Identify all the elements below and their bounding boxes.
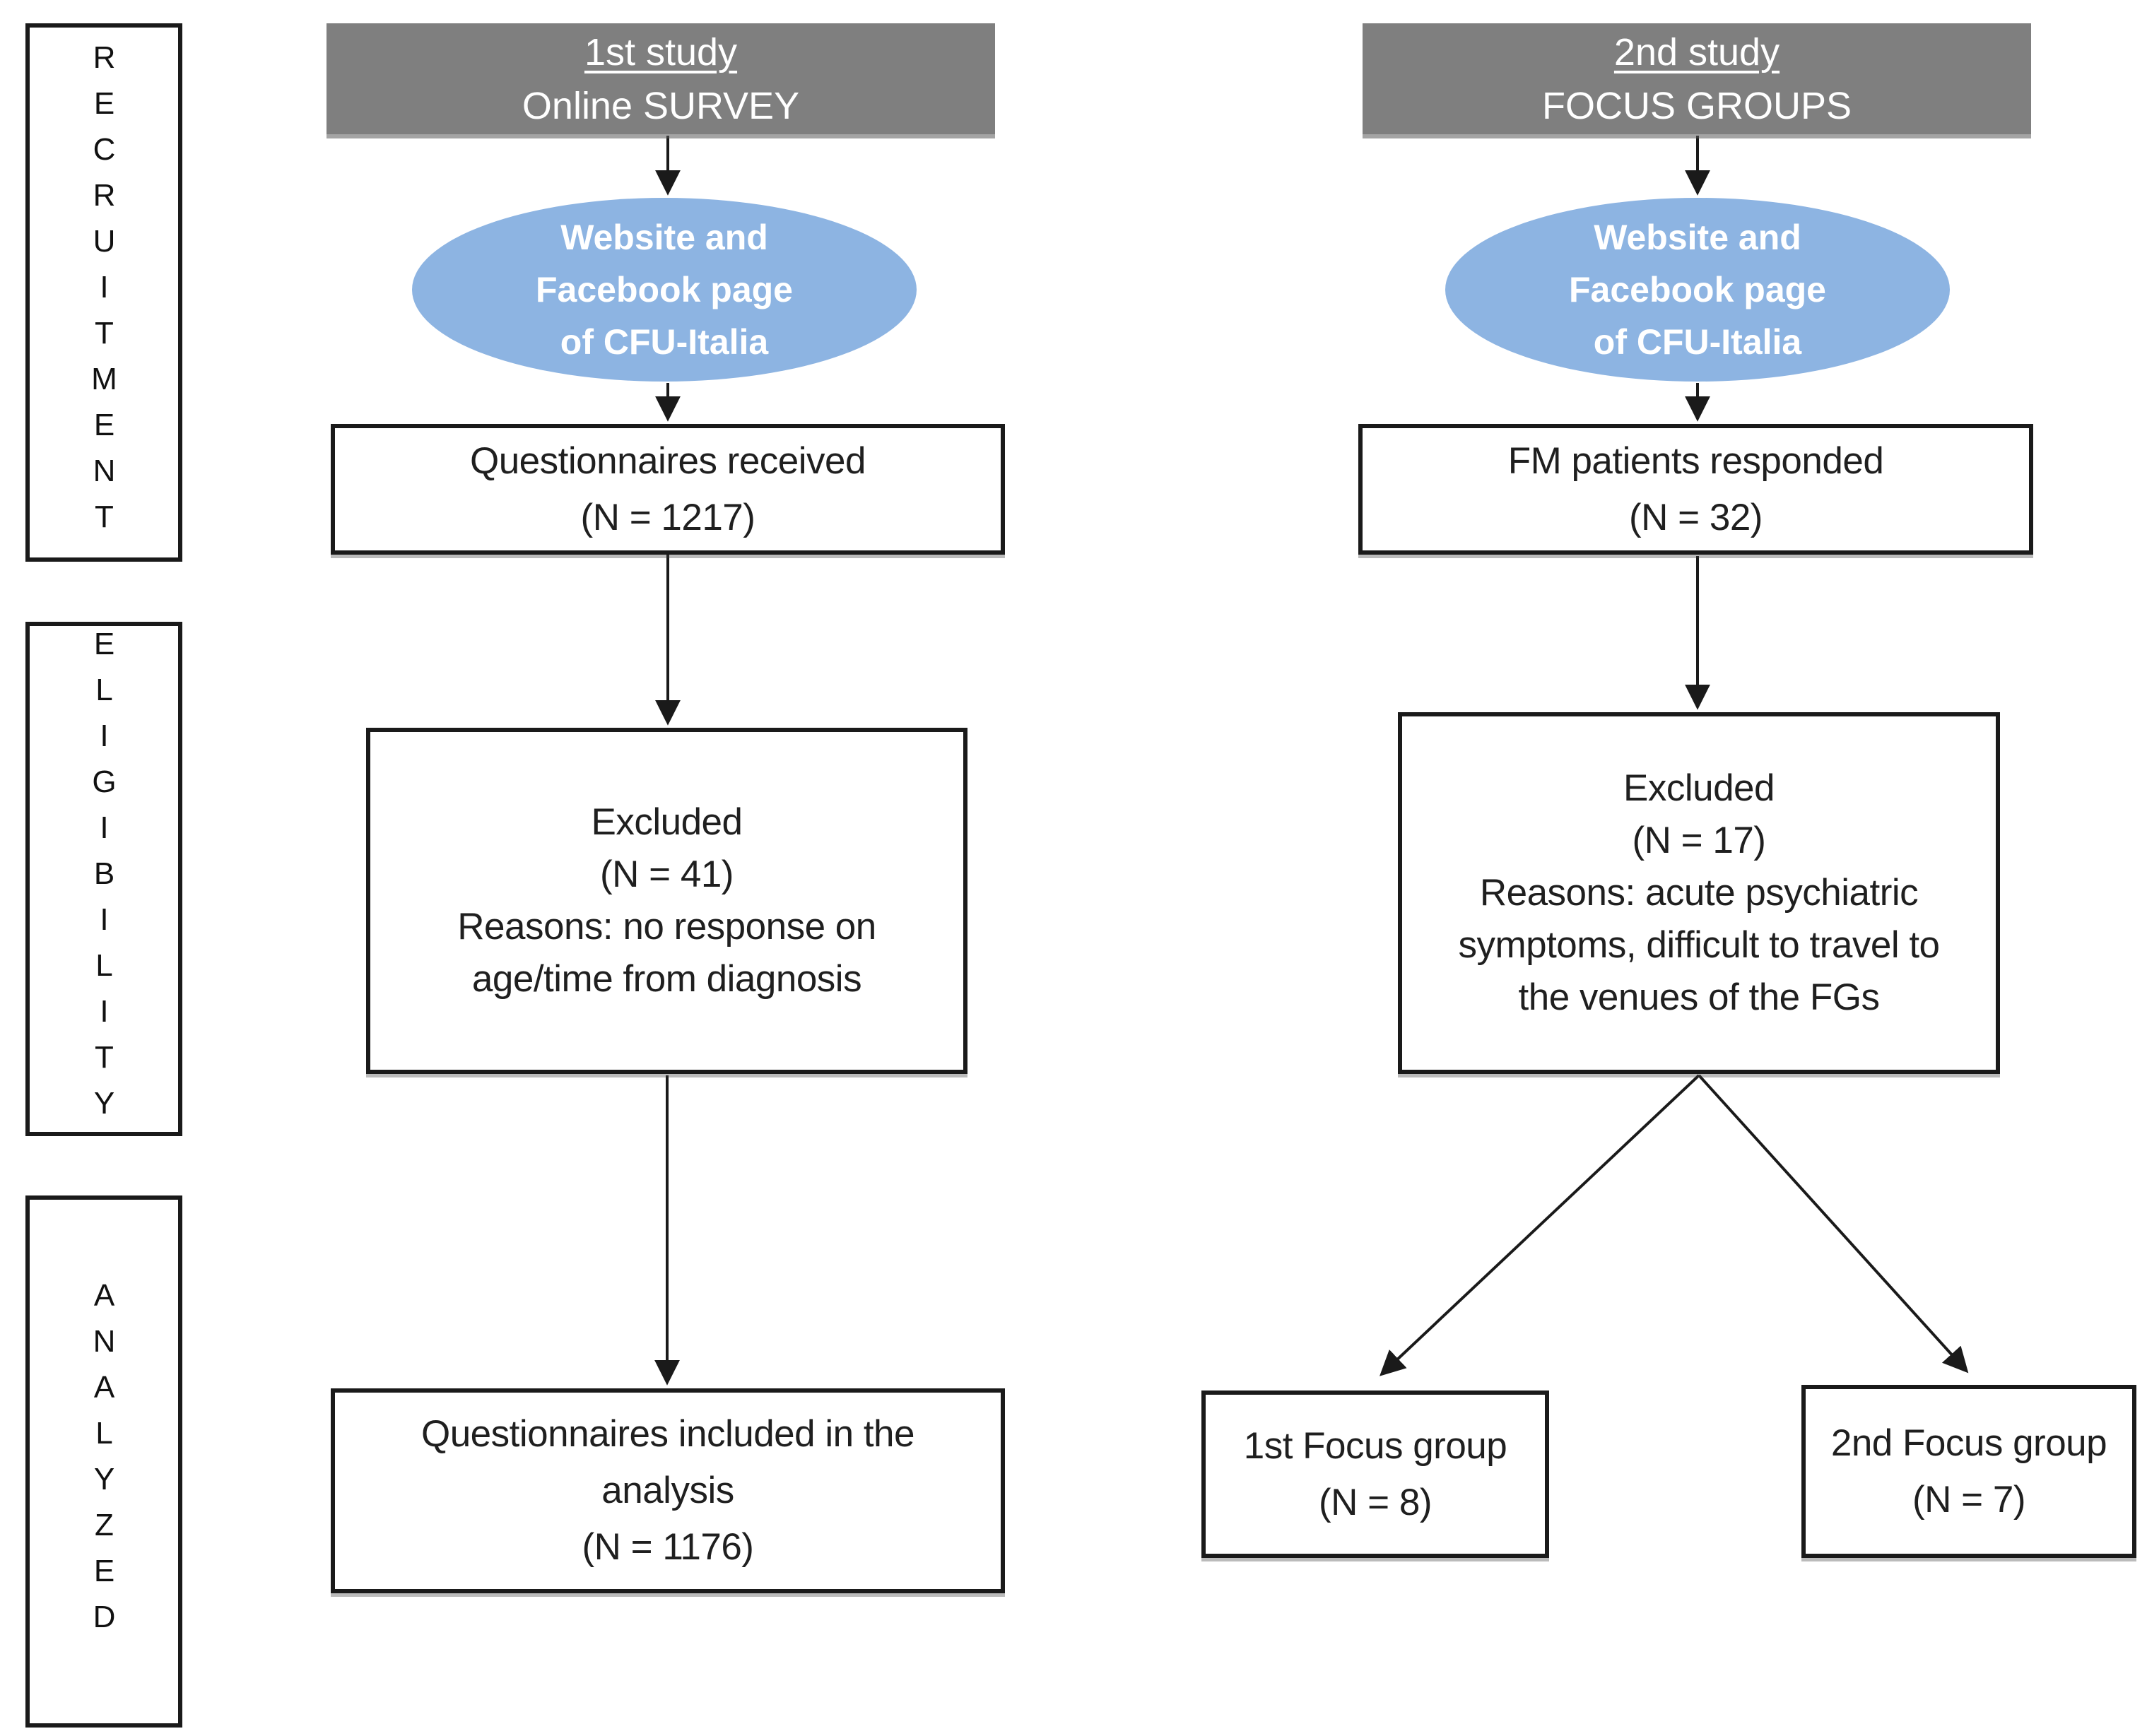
study1-analyzed-count: (N = 1176) — [582, 1526, 754, 1568]
study1-received-count: (N = 1217) — [580, 496, 755, 538]
study1-received-label: Questionnaires received — [469, 439, 866, 482]
focus-group-1-box: 1st Focus group (N = 8) — [1201, 1390, 1549, 1558]
study1-header: 1st study Online SURVEY — [327, 23, 995, 134]
study2-excluded-title: Excluded — [1623, 767, 1775, 809]
study1-excluded-box: Excluded (N = 41) Reasons: no response o… — [366, 728, 967, 1074]
study2-excluded-reason-line3: the venues of the FGs — [1518, 976, 1880, 1018]
study1-excluded-reason-line1: Reasons: no response on — [457, 906, 876, 947]
study2-source-line1: Website and — [1594, 218, 1801, 257]
study2-source-ellipse: Website and Facebook page of CFU-Italia — [1445, 198, 1950, 382]
study2-source-line3: of CFU-Italia — [1593, 322, 1802, 362]
focus-group-2-count: (N = 7) — [1912, 1478, 2025, 1521]
study1-source-ellipse: Website and Facebook page of CFU-Italia — [412, 198, 917, 382]
study2-excluded-reason-line1: Reasons: acute psychiatric — [1479, 872, 1919, 914]
study2-received-box: FM patients responded (N = 32) — [1358, 424, 2033, 555]
study1-analyzed-box: Questionnaires included in the analysis … — [331, 1388, 1005, 1593]
arrow-diagonal-left-icon — [1380, 1074, 1700, 1376]
study2-header: 2nd study FOCUS GROUPS — [1363, 23, 2031, 134]
stage-label-recruitment: RECRUITMENT — [87, 40, 122, 545]
stage-box-eligibility: ELIGIBILITY — [25, 622, 182, 1136]
stage-label-analyzed: ANALYZED — [87, 1277, 122, 1646]
study2-excluded-count: (N = 17) — [1632, 820, 1766, 861]
study2-source-line2: Facebook page — [1569, 270, 1826, 309]
study2-received-count: (N = 32) — [1629, 496, 1763, 538]
study1-source-line3: of CFU-Italia — [560, 322, 769, 362]
study1-analyzed-line1: Questionnaires included in the — [420, 1413, 915, 1455]
stage-box-analyzed: ANALYZED — [25, 1195, 182, 1728]
focus-group-1-count: (N = 8) — [1319, 1481, 1432, 1523]
stage-box-recruitment: RECRUITMENT — [25, 23, 182, 562]
study2-header-subtitle: FOCUS GROUPS — [1541, 84, 1852, 127]
study1-excluded-count: (N = 41) — [600, 854, 734, 895]
study1-source-line2: Facebook page — [536, 270, 793, 309]
study1-excluded-title: Excluded — [591, 801, 743, 843]
study1-header-title: 1st study — [584, 30, 738, 73]
study2-header-title: 2nd study — [1613, 30, 1780, 73]
focus-group-2-box: 2nd Focus group (N = 7) — [1801, 1385, 2136, 1558]
study1-source-line1: Website and — [560, 218, 768, 257]
stage-label-eligibility: ELIGIBILITY — [87, 626, 122, 1132]
study1-received-box: Questionnaires received (N = 1217) — [331, 424, 1005, 555]
study1-analyzed-line2: analysis — [601, 1470, 734, 1511]
arrow-diagonal-right-icon — [1698, 1074, 1969, 1374]
study1-excluded-reason-line2: age/time from diagnosis — [471, 958, 862, 1000]
focus-group-2-label: 2nd Focus group — [1830, 1422, 2107, 1464]
study2-excluded-reason-line2: symptoms, difficult to travel to — [1458, 924, 1940, 966]
study2-excluded-box: Excluded (N = 17) Reasons: acute psychia… — [1398, 712, 2000, 1074]
focus-group-1-label: 1st Focus group — [1243, 1424, 1507, 1467]
study1-header-subtitle: Online SURVEY — [522, 84, 800, 127]
study2-received-label: FM patients responded — [1507, 439, 1884, 482]
